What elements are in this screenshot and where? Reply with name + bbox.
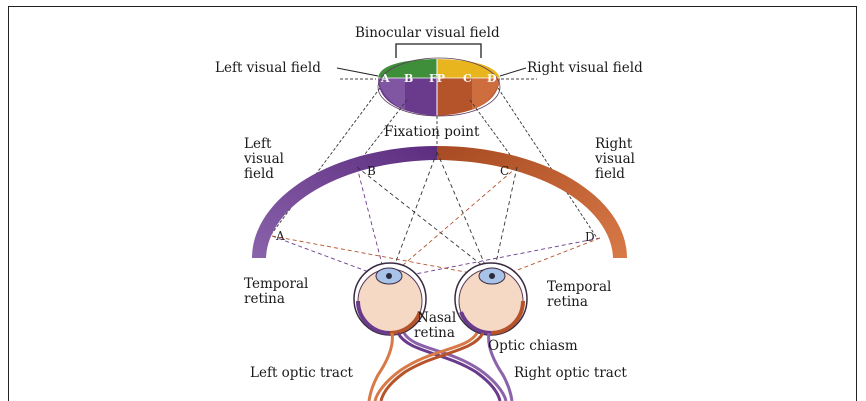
left-field-side-line3: field [244, 166, 274, 182]
left-visual-field-top-label: Left visual field [215, 60, 321, 76]
temporal-retina-left-line2: retina [244, 291, 285, 307]
binocular-label: Binocular visual field [355, 25, 500, 41]
binocular-bracket [396, 44, 481, 58]
right-field-side-line3: field [595, 166, 625, 182]
point-d-top: D [487, 72, 497, 85]
point-c-arc: C [500, 164, 509, 178]
point-a-arc: A [275, 229, 285, 243]
temporal-retina-right-line1: Temporal [547, 279, 611, 295]
temporal-retina-left-line1: Temporal [244, 276, 308, 292]
visual-field-ellipse [340, 58, 537, 116]
point-fp-top: FP [429, 72, 445, 85]
nasal-retina-line2: retina [414, 325, 455, 341]
point-b-top: B [404, 72, 413, 85]
optic-chiasm-label: Optic chiasm [488, 338, 578, 354]
visual-field-arc [252, 146, 627, 258]
right-field-side-line2: visual [594, 151, 635, 167]
left-field-side-line2: visual [243, 151, 284, 167]
right-optic-tract-label: Right optic tract [514, 365, 627, 381]
point-a-top: A [380, 72, 390, 85]
right-visual-field-top-label: Right visual field [527, 60, 643, 76]
fixation-point-label: Fixation point [384, 124, 480, 140]
nasal-retina-line1: Nasal [417, 310, 456, 326]
left-field-side-line1: Left [244, 136, 272, 152]
left-optic-tract-label: Left optic tract [250, 365, 354, 381]
right-eye [455, 263, 527, 335]
right-field-side-line1: Right [595, 136, 633, 152]
point-c-top: C [463, 72, 472, 85]
temporal-retina-right-line2: retina [547, 294, 588, 310]
